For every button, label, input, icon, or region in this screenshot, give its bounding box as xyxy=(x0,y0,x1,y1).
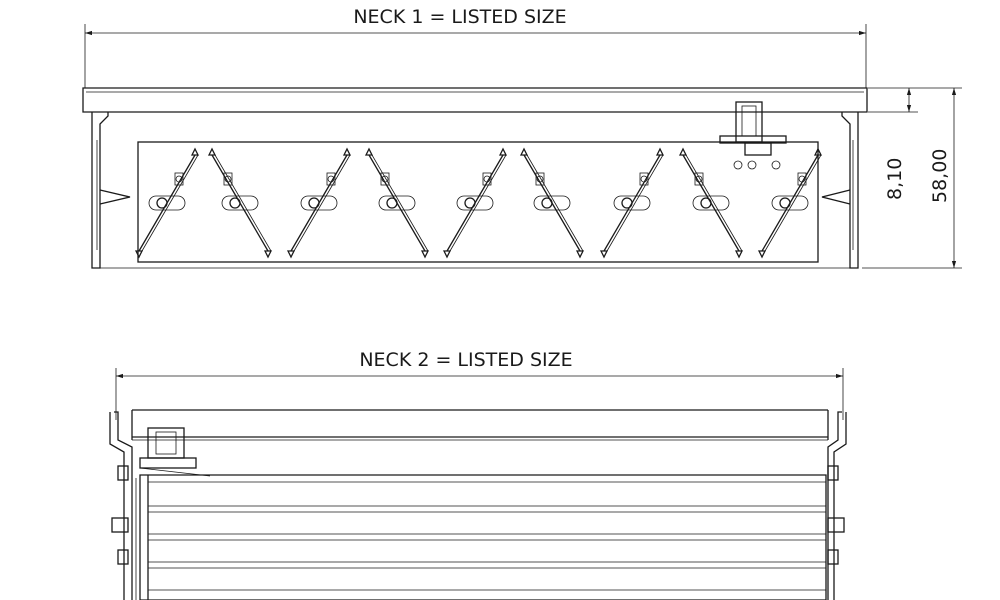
neck-2-dimension: NECK 2 = LISTED SIZE xyxy=(115,349,844,420)
bottom-frame xyxy=(109,409,847,600)
dim-8-10: 8,10 xyxy=(884,158,906,200)
damper-blade xyxy=(519,147,585,259)
dim-58-00: 58,00 xyxy=(929,149,951,203)
bottom-view: NECK 2 = LISTED SIZE xyxy=(109,349,847,600)
height-dimensions: 8,10 58,00 xyxy=(862,87,962,269)
damper-blade xyxy=(207,147,273,259)
damper-blade xyxy=(286,147,352,259)
damper-blade xyxy=(599,147,665,259)
top-view: NECK 1 = LISTED SIZE xyxy=(82,6,962,269)
neck-1-label: NECK 1 = LISTED SIZE xyxy=(353,6,566,28)
damper-blade xyxy=(757,147,823,259)
damper-plate xyxy=(137,141,819,263)
bottom-blades xyxy=(135,474,827,600)
damper-blade xyxy=(134,147,200,259)
bottom-actuator xyxy=(139,427,211,477)
actuator-bracket xyxy=(719,101,787,170)
damper-blade xyxy=(364,147,430,259)
damper-blade xyxy=(442,147,508,259)
neck-2-label: NECK 2 = LISTED SIZE xyxy=(359,349,572,371)
neck-1-dimension: NECK 1 = LISTED SIZE xyxy=(84,6,867,88)
damper-blades xyxy=(134,147,823,259)
damper-blade xyxy=(678,147,744,259)
top-frame xyxy=(82,87,868,269)
